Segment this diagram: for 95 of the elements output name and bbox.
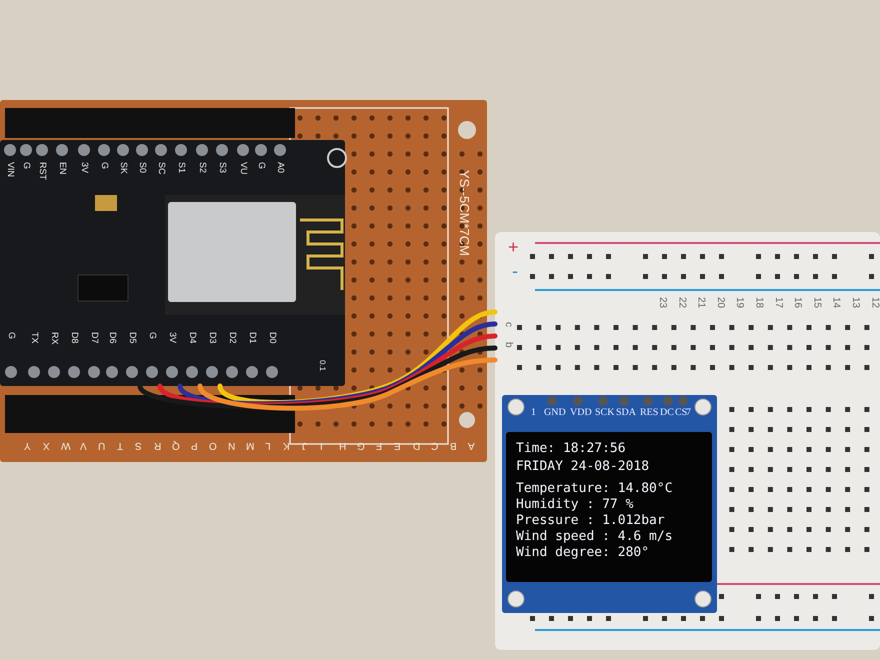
pin-label: SDA: [616, 408, 636, 418]
silkscreen-text: 0.1: [318, 360, 326, 372]
pin-label: 3V: [80, 162, 89, 174]
column-letter: K: [283, 440, 290, 450]
column-letter: P: [190, 440, 198, 450]
column-letter: U: [98, 440, 106, 450]
pin-label: 3V: [168, 332, 177, 344]
screen-text: Time: 18:27:56: [516, 442, 626, 455]
pin-label: CS: [675, 408, 688, 418]
column-letter: G: [357, 440, 365, 450]
perfboard: [0, 100, 487, 462]
pin-label: G: [22, 162, 31, 170]
pin-label: D0: [268, 332, 277, 344]
column-number: 15: [811, 297, 822, 308]
pin-label: RST: [38, 162, 47, 180]
pin-label: D3: [208, 332, 217, 344]
column-number: 14: [830, 297, 841, 308]
column-letter: E: [394, 440, 401, 450]
screen-text: Wind speed : 4.6 m/s: [516, 530, 673, 543]
column-letter: C: [431, 440, 438, 450]
pin-label: G: [7, 332, 16, 340]
oled-screen: [506, 432, 712, 582]
screen-text: FRIDAY 24-08-2018: [516, 460, 650, 473]
rail-sign: -: [512, 262, 518, 280]
column-number: 16: [792, 297, 802, 308]
pin-label: D1: [248, 332, 257, 344]
pin-label: G: [100, 162, 109, 170]
column-letter: F: [376, 440, 382, 450]
column-letter: W: [61, 440, 70, 450]
pin-label: RX: [50, 332, 59, 345]
row-letter: c: [503, 322, 513, 327]
column-letter: V: [80, 440, 86, 450]
column-letter: O: [209, 440, 217, 450]
screen-text: Humidity : 77 %: [516, 498, 634, 511]
pin-label: TX: [30, 332, 39, 344]
column-number: 18: [754, 297, 764, 308]
column-letter: H: [338, 440, 346, 450]
pin-label: EN: [58, 162, 67, 175]
breadboard: [495, 232, 880, 650]
column-letter: B: [450, 440, 456, 450]
pin-label: D8: [70, 332, 79, 344]
microcontroller-board: [0, 140, 345, 386]
column-letter: T: [116, 440, 123, 450]
column-number: 19: [734, 297, 744, 308]
pin-label: DC: [660, 408, 674, 418]
column-letter: M: [246, 440, 254, 450]
pin-label: D6: [108, 332, 117, 344]
column-number: 13: [850, 297, 860, 308]
pin-label: D4: [188, 332, 197, 344]
column-number: 23: [657, 297, 667, 308]
column-letter: X: [42, 440, 50, 450]
pin-label: S2: [198, 162, 207, 174]
column-letter: A: [468, 440, 475, 450]
pin-label: D5: [128, 332, 137, 344]
pin-label: D7: [90, 332, 99, 344]
column-number: 12: [869, 297, 880, 308]
pin-label: 7: [686, 408, 691, 418]
column-letter: D: [412, 440, 420, 450]
pin-label: VIN: [6, 162, 15, 178]
pin-label: RES: [640, 408, 658, 418]
pin-label: G: [257, 162, 266, 170]
pin-label: SK: [119, 162, 128, 174]
column-letter: I: [320, 440, 323, 450]
column-letter: Q: [172, 440, 180, 450]
column-number: 21: [696, 297, 706, 308]
screen-text: Temperature: 14.80°C: [516, 482, 673, 495]
pin-label: SC: [157, 162, 166, 175]
pin-label: A0: [276, 162, 285, 174]
screen-text: Pressure : 1.012bar: [516, 514, 665, 527]
pin-label: G: [148, 332, 157, 340]
silkscreen-text: YS--5CM*7CM: [458, 170, 471, 256]
pin-label: SCK: [595, 408, 614, 418]
rail-sign: +: [508, 238, 519, 256]
pin-label: S0: [138, 162, 147, 174]
column-letter: J: [302, 440, 306, 450]
row-letter: b: [503, 342, 513, 348]
screen-text: Wind degree: 280°: [516, 546, 650, 559]
pin-label: GND: [544, 408, 566, 418]
column-letter: L: [264, 440, 270, 450]
pin-label: 1: [531, 408, 536, 418]
pin-label: S3: [218, 162, 227, 174]
pin-label: S1: [177, 162, 186, 174]
column-number: 20: [714, 297, 725, 308]
column-letter: R: [154, 440, 161, 450]
jumper-wire: [138, 346, 498, 409]
column-letter: Y: [24, 440, 31, 450]
column-letter: S: [135, 440, 142, 450]
pin-label: VU: [239, 162, 248, 175]
column-letter: N: [228, 440, 235, 450]
pin-label: D2: [228, 332, 237, 344]
column-number: 17: [772, 297, 783, 308]
pin-label: VDD: [570, 408, 592, 418]
column-number: 22: [676, 297, 686, 308]
oled-module: [502, 395, 717, 613]
jumper-wire: [198, 358, 498, 411]
